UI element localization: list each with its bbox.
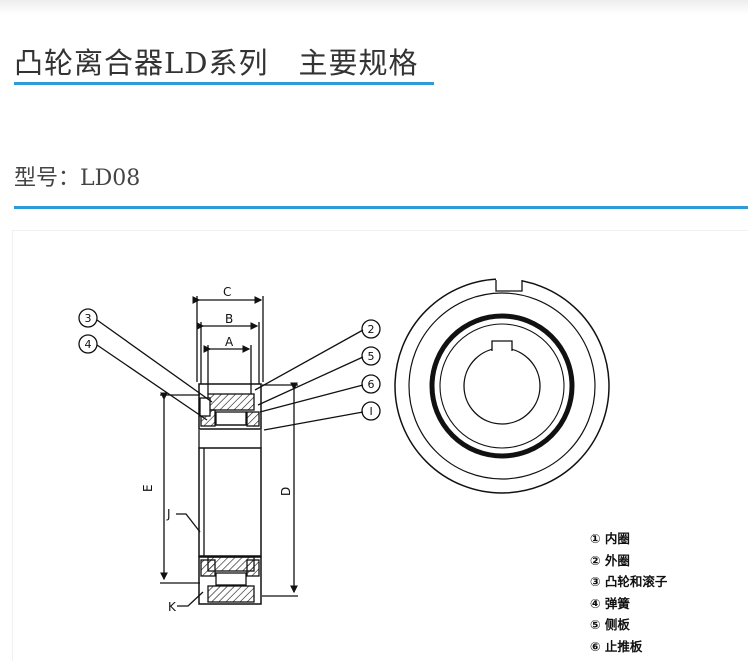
dim-b-label: B: [225, 312, 233, 326]
callout-3: 3: [85, 312, 92, 325]
dim-k-label: K: [168, 600, 177, 614]
legend-item-cam-roller: ③ 凸轮和滚子: [590, 574, 668, 589]
callout-2: 2: [368, 323, 375, 336]
dim-c-label: C: [223, 285, 231, 299]
dim-j-label: J: [166, 507, 171, 521]
section-view: [78, 296, 381, 607]
front-view: [394, 277, 610, 494]
parts-legend: ① 内圈 ② 外圈 ③ 凸轮和滚子 ④ 弹簧 ⑤ 侧板 ⑥ 止推板: [590, 528, 667, 657]
legend-item-outer-ring: ② 外圈: [590, 552, 630, 568]
page-title: 凸轮离合器LD系列 主要规格: [14, 46, 419, 80]
dim-e-label: E: [141, 484, 155, 492]
title-underline: [14, 82, 434, 85]
callout-5: 5: [368, 350, 375, 363]
model-label: 型号：LD08: [14, 166, 141, 191]
drawing-frame: [12, 230, 748, 661]
legend-item-spring: ④ 弹簧: [590, 595, 630, 611]
legend-item-thrust-plate: ⑥ 止推板: [590, 638, 643, 654]
top-shade: [0, 0, 748, 14]
dim-d-label: D: [279, 487, 293, 496]
callout-6: 6: [368, 378, 375, 391]
dim-a-label: A: [225, 335, 234, 349]
callout-4: 4: [85, 338, 92, 351]
legend-item-inner-ring: ① 内圈: [590, 531, 630, 546]
callout-1: I: [370, 405, 373, 418]
legend-item-side-plate: ⑤ 侧板: [590, 617, 630, 632]
model-underline: [14, 206, 748, 209]
